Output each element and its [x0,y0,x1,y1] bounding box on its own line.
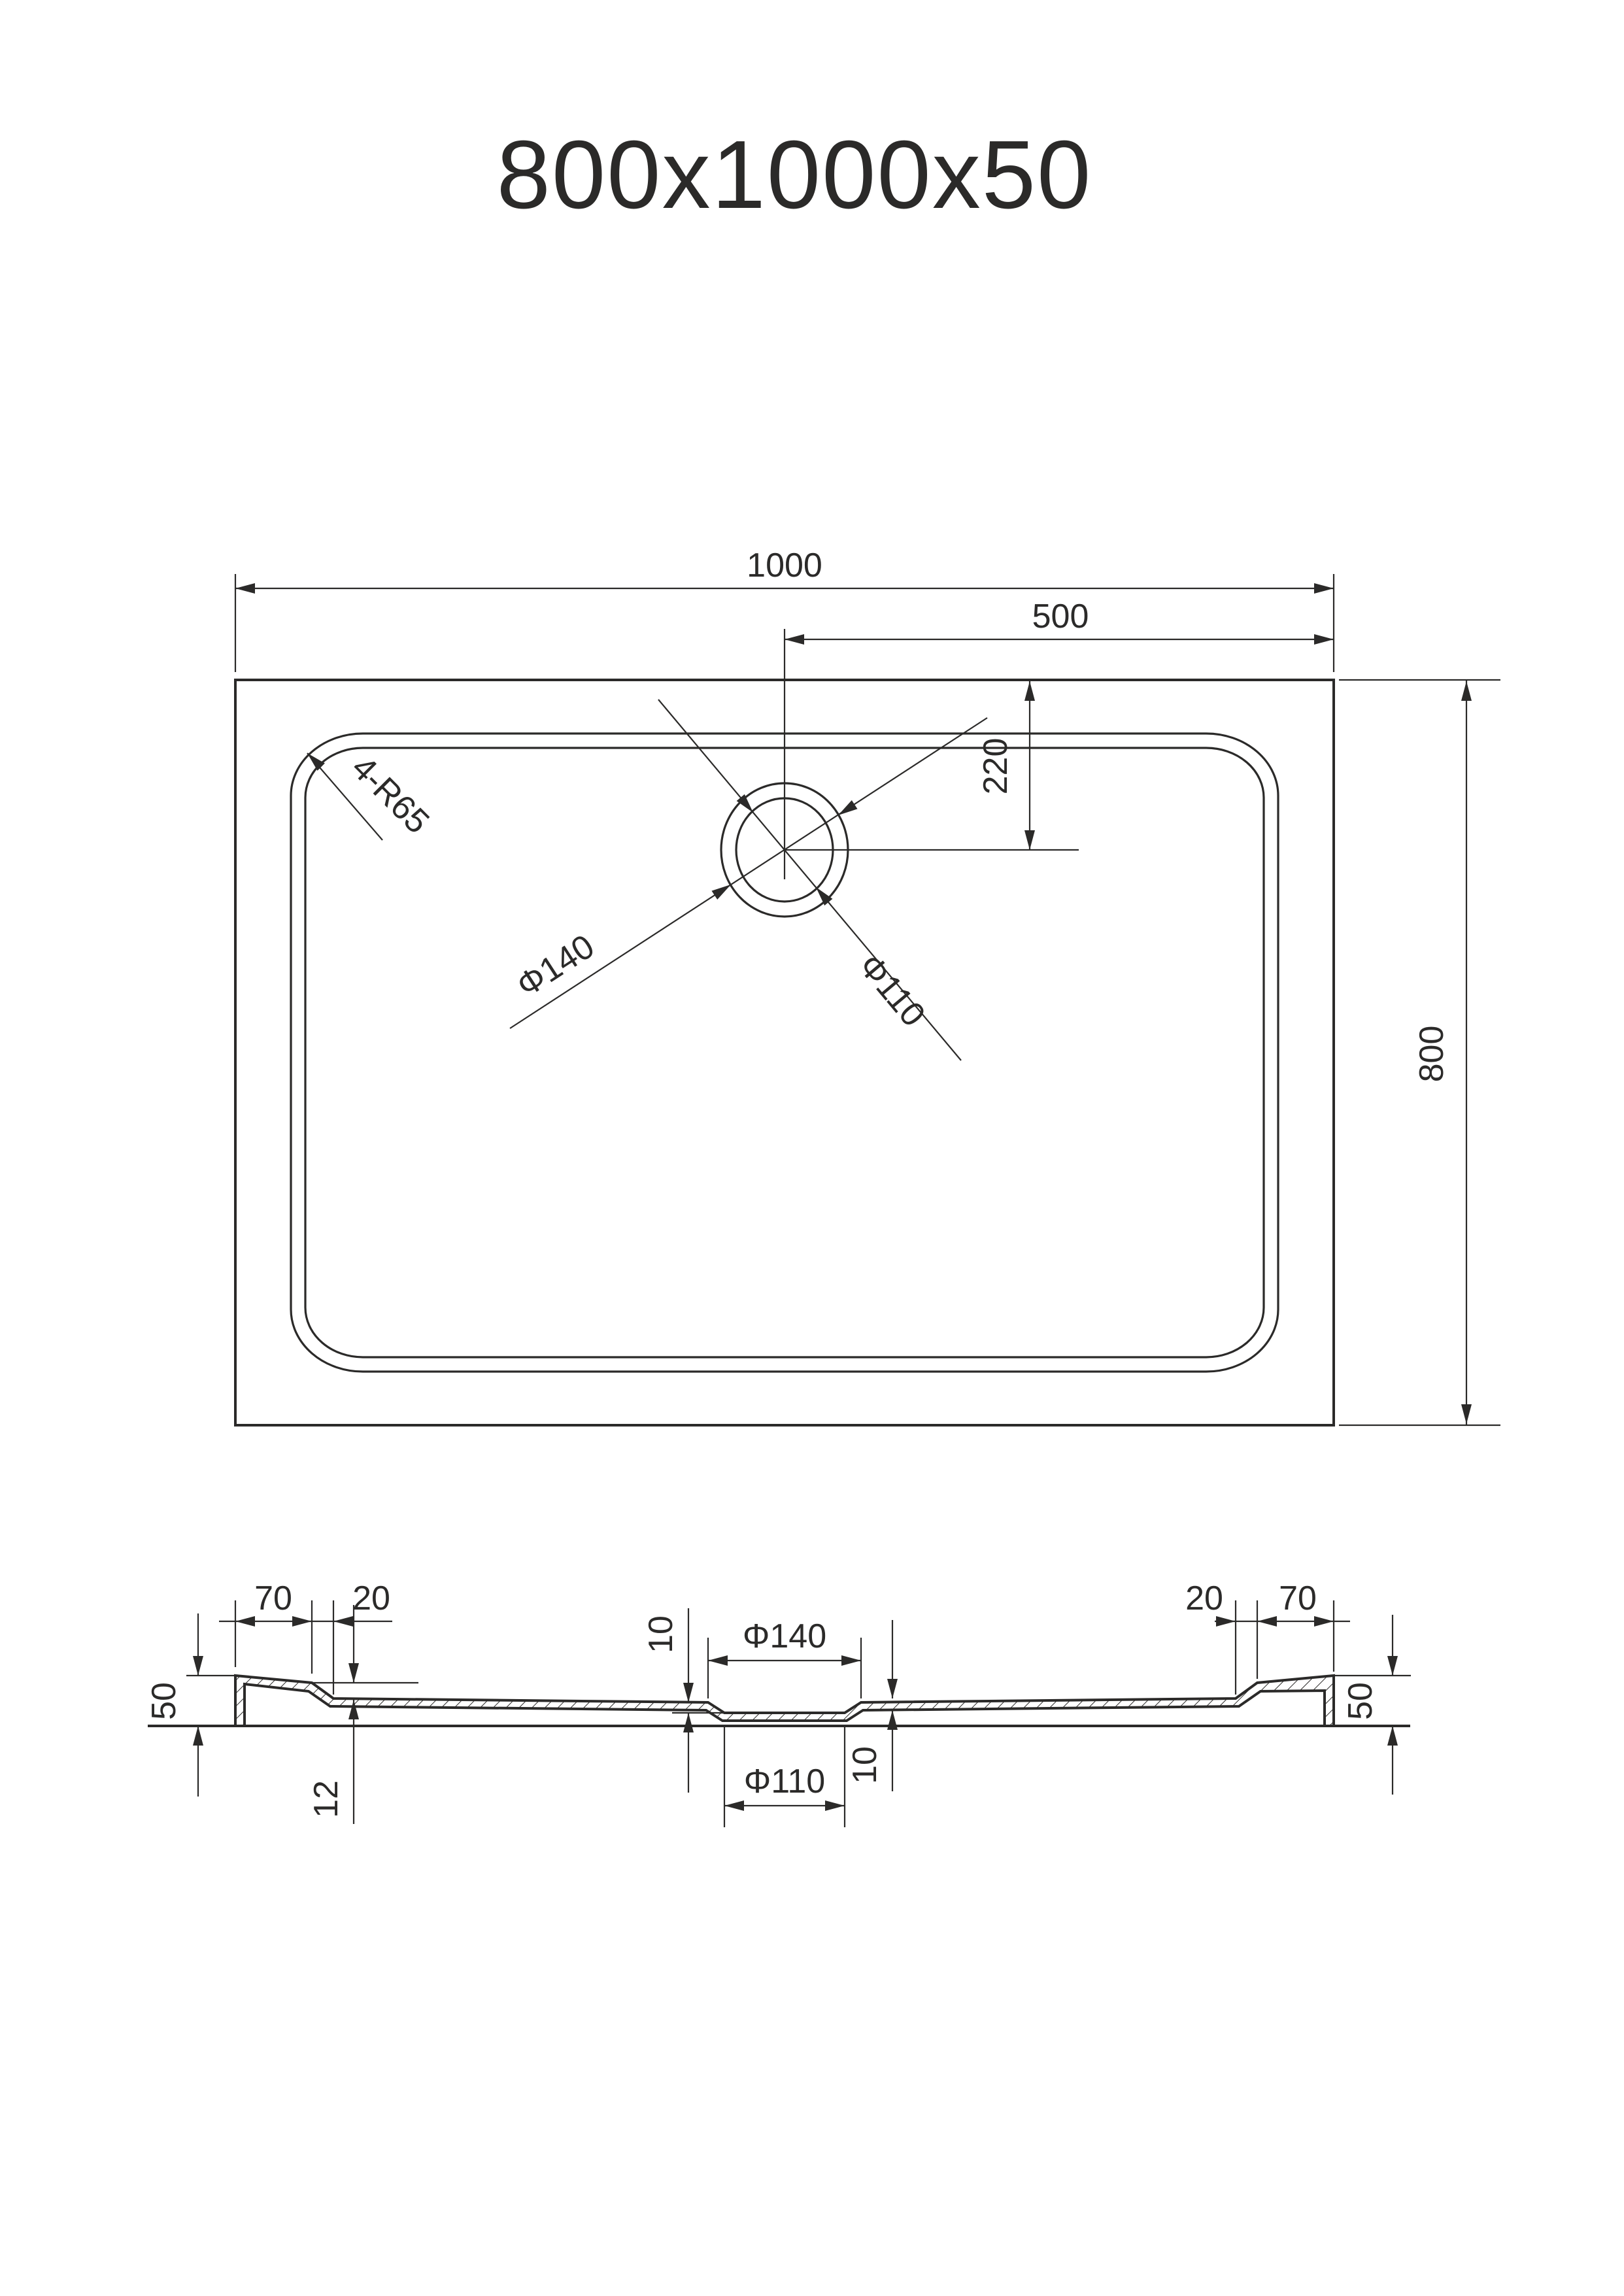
corner-radius-label: 4-R65 [344,749,436,841]
dim-height-left-50: 50 [145,1613,239,1797]
dim-rim-step-left: 70 20 [219,1579,418,1695]
arrow [825,1800,845,1811]
dim-recess-depth-right-10: 10 [846,1620,898,1791]
arrow [708,1655,728,1666]
arrow [292,1616,312,1627]
dim-height-800: 800 [1339,679,1500,1427]
dim-rim-step-right: 20 70 [1185,1579,1350,1695]
arrow [333,1616,353,1627]
dim-rim-left-label: 70 [254,1579,292,1617]
dim-height-left-label: 50 [145,1682,183,1720]
arrow [887,1710,898,1730]
dim-height-right-50: 50 [1334,1615,1411,1795]
dim-half-width-500: 500 [785,598,1334,645]
arrow [724,1800,744,1811]
dim-recess-inner-dia: Φ110 [723,1726,846,1827]
drain-outer-dia-callout: Φ140 [509,717,988,1029]
drain-inner-dia-callout: Φ110 [658,699,962,1061]
arrow [303,749,325,771]
arrow [348,1663,359,1683]
dim-recess-outer-dia-label: Φ140 [743,1617,826,1655]
dim-width-1000: 1000 [234,547,1335,672]
section-view: 70 20 12 50 10 [145,1579,1411,1827]
arrow [1024,830,1035,850]
arrow [683,1713,694,1732]
dim-half-width-label: 500 [1032,598,1089,635]
arrow [235,583,255,594]
arrow [193,1656,203,1676]
dim-step-right-label: 20 [1185,1579,1223,1617]
drain-inner-dia-label: Φ110 [851,947,932,1034]
arrow [887,1679,898,1698]
dim-recess-depth-left-10: 10 [642,1608,726,1793]
top-view: 1000 500 220 800 4-R6 [234,547,1500,1427]
arrow [1461,1404,1472,1424]
arrow [841,1655,861,1666]
arrow [1461,681,1472,701]
dim-drain-offset-220: 220 [977,681,1035,850]
dim-width-label: 1000 [747,547,822,584]
corner-radius-callout: 4-R65 [303,749,437,841]
drain-outer-dia-label: Φ140 [510,927,601,1004]
dim-height-label: 800 [1413,1026,1451,1083]
arrow [193,1726,203,1746]
arrow [235,1616,255,1627]
arrow [1216,1616,1236,1627]
drawing-title: 800x1000x50 [497,121,1092,229]
dim-rim-drop-label: 12 [307,1780,345,1818]
arrow [1314,583,1334,594]
dim-recess-depth-right-label: 10 [846,1746,884,1784]
dim-height-right-label: 50 [1342,1682,1379,1720]
dim-recess-outer-dia: Φ140 [707,1617,862,1698]
arrow [785,634,804,645]
dim-rim-right-label: 70 [1279,1579,1317,1617]
dim-drain-offset-label: 220 [977,738,1015,795]
arrow [683,1683,694,1702]
dim-rim-drop-12: 12 [307,1605,359,1824]
dim-recess-depth-left-label: 10 [642,1615,680,1653]
arrow [1314,634,1334,645]
arrow [1387,1656,1398,1676]
arrow [1314,1616,1334,1627]
arrow [1257,1616,1277,1627]
dim-step-left-label: 20 [352,1579,390,1617]
arrow [1387,1726,1398,1746]
dim-recess-inner-dia-label: Φ110 [744,1763,825,1800]
arrow [1024,681,1035,701]
